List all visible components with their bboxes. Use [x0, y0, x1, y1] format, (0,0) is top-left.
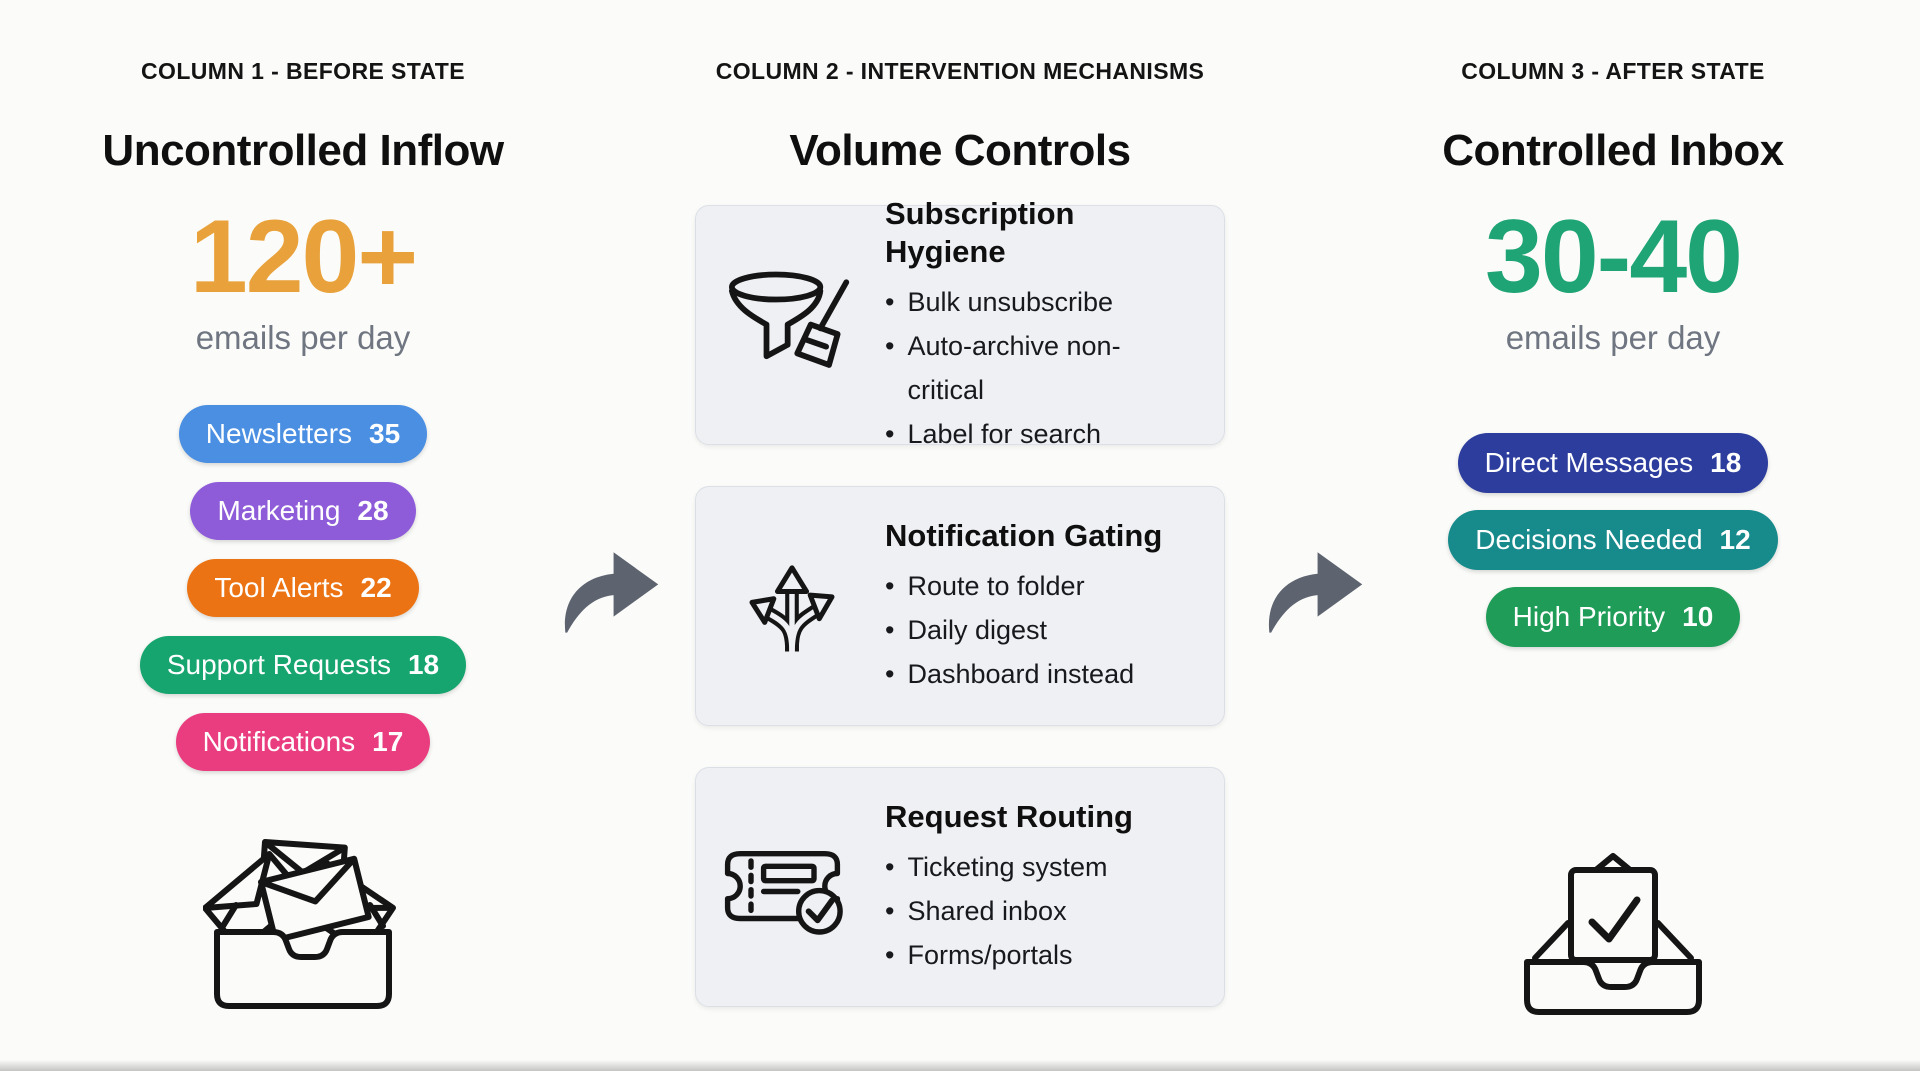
bottom-edge-shadow [0, 1060, 1920, 1071]
card-title: Request Routing [885, 798, 1133, 834]
bullet-dot-icon: • [885, 330, 895, 361]
column-title: Uncontrolled Inflow [102, 126, 504, 175]
pill-count: 22 [360, 572, 392, 603]
column-title: Volume Controls [789, 126, 1131, 175]
bullet-dot-icon: • [885, 286, 895, 317]
bullet-text: Bulk unsubscribe [907, 286, 1114, 317]
column-kicker: COLUMN 2 - INTERVENTION MECHANISMS [715, 58, 1205, 84]
card-body: Notification Gating • Route to folder • Dai… [885, 517, 1162, 696]
bullet-text: Dashboard instead [907, 658, 1135, 689]
card-bullet: • Dashboard instead [885, 652, 1162, 696]
pill-count: 18 [407, 649, 440, 680]
bullet-text: Forms/portals [907, 939, 1073, 970]
bullet-dot-icon: • [885, 614, 895, 645]
bullet-dot-icon: • [885, 570, 895, 601]
card-bullet: • Auto-archive non-critical [885, 324, 1196, 412]
pill-count: 10 [1682, 601, 1714, 632]
card-title: Notification Gating [885, 517, 1163, 553]
intervention-column: COLUMN 2 - INTERVENTION MECHANISMS Volum… [640, 0, 1280, 1048]
intervention-card-notification-gating: Notification Gating • Route to folder • Dai… [695, 486, 1225, 726]
pill-label: Notifications [202, 726, 356, 757]
funnel-broom-icon [724, 263, 859, 388]
bullet-text: Route to folder [907, 570, 1085, 601]
inbox-check-icon [1343, 840, 1883, 1031]
metric-value: 30-40 [1485, 199, 1743, 315]
pill-count: 35 [369, 418, 401, 449]
category-pill: Newsletters 35 [178, 405, 428, 463]
category-pill: Marketing 28 [190, 482, 416, 540]
category-pill: Notifications 17 [175, 713, 431, 771]
column-kicker: COLUMN 1 - BEFORE STATE [141, 58, 465, 84]
metric-value: 120+ [189, 199, 418, 315]
column-kicker: COLUMN 3 - AFTER STATE [1461, 58, 1765, 84]
card-bullet: • Daily digest [885, 608, 1162, 652]
card-bullet: • Forms/portals [885, 933, 1133, 977]
metric-caption: emails per day [1505, 319, 1721, 356]
category-pill: Decisions Needed 12 [1448, 510, 1778, 570]
pill-label: Tool Alerts [214, 572, 344, 603]
bullet-text: Ticketing system [907, 851, 1108, 882]
intervention-card-subscription-hygiene: Subscription Hygiene • Bulk unsubscribe • A… [695, 196, 1225, 449]
bullet-text: Auto-archive non-critical [907, 330, 1121, 405]
card-bullet: • Bulk unsubscribe [885, 280, 1196, 324]
pill-count: 28 [357, 495, 389, 526]
category-pill: Support Requests 18 [139, 636, 467, 694]
after-state-column: COLUMN 3 - AFTER STATE Controlled Inbox … [1343, 0, 1883, 1031]
pill-label: Support Requests [166, 649, 391, 680]
pill-label: Decisions Needed [1475, 524, 1703, 555]
card-bullet-list: • Route to folder • Daily digest • Dashboard … [885, 564, 1162, 696]
bullet-dot-icon: • [885, 939, 895, 970]
category-pill: Direct Messages 18 [1457, 433, 1769, 493]
pill-label: High Priority [1512, 601, 1666, 632]
card-bullet: • Shared inbox [885, 889, 1133, 933]
card-bullet: • Route to folder [885, 564, 1162, 608]
before-state-column: COLUMN 1 - BEFORE STATE Uncontrolled Inf… [33, 0, 573, 1025]
category-pill: Tool Alerts 22 [187, 559, 419, 617]
pill-count: 18 [1710, 447, 1742, 478]
ticket-check-icon [724, 828, 859, 946]
card-bullet: • Label for search [885, 412, 1196, 456]
pill-label: Newsletters [205, 418, 353, 449]
flow-arrow-icon [556, 538, 664, 643]
bullet-text: Label for search [907, 418, 1102, 449]
card-bullet: • Ticketing system [885, 845, 1133, 889]
intervention-card-request-routing: Request Routing • Ticketing system • Shared… [695, 767, 1225, 1007]
card-bullet-list: • Bulk unsubscribe • Auto-archive non-criti… [885, 280, 1196, 456]
bullet-dot-icon: • [885, 418, 895, 449]
bullet-text: Shared inbox [907, 895, 1067, 926]
intervention-card-list: Subscription Hygiene • Bulk unsubscribe • A… [640, 196, 1280, 1007]
category-pill: High Priority 10 [1485, 587, 1741, 647]
column-title: Controlled Inbox [1442, 126, 1784, 175]
card-body: Subscription Hygiene • Bulk unsubscribe • A… [885, 195, 1196, 456]
pill-label: Marketing [217, 495, 341, 526]
overflowing-inbox-icon [33, 834, 573, 1025]
card-body: Request Routing • Ticketing system • Shared… [885, 798, 1133, 977]
pill-count: 17 [372, 726, 404, 757]
bullet-text: Daily digest [907, 614, 1048, 645]
branching-arrows-icon [724, 546, 859, 666]
pill-label: Direct Messages [1484, 447, 1694, 478]
metric-caption: emails per day [195, 319, 411, 356]
bullet-dot-icon: • [885, 658, 895, 689]
card-title: Subscription Hygiene [885, 195, 1075, 269]
flow-arrow-icon [1260, 538, 1368, 643]
bullet-dot-icon: • [885, 851, 895, 882]
card-bullet-list: • Ticketing system • Shared inbox • Forms/por… [885, 845, 1133, 977]
bullet-dot-icon: • [885, 895, 895, 926]
pill-count: 12 [1719, 524, 1751, 555]
